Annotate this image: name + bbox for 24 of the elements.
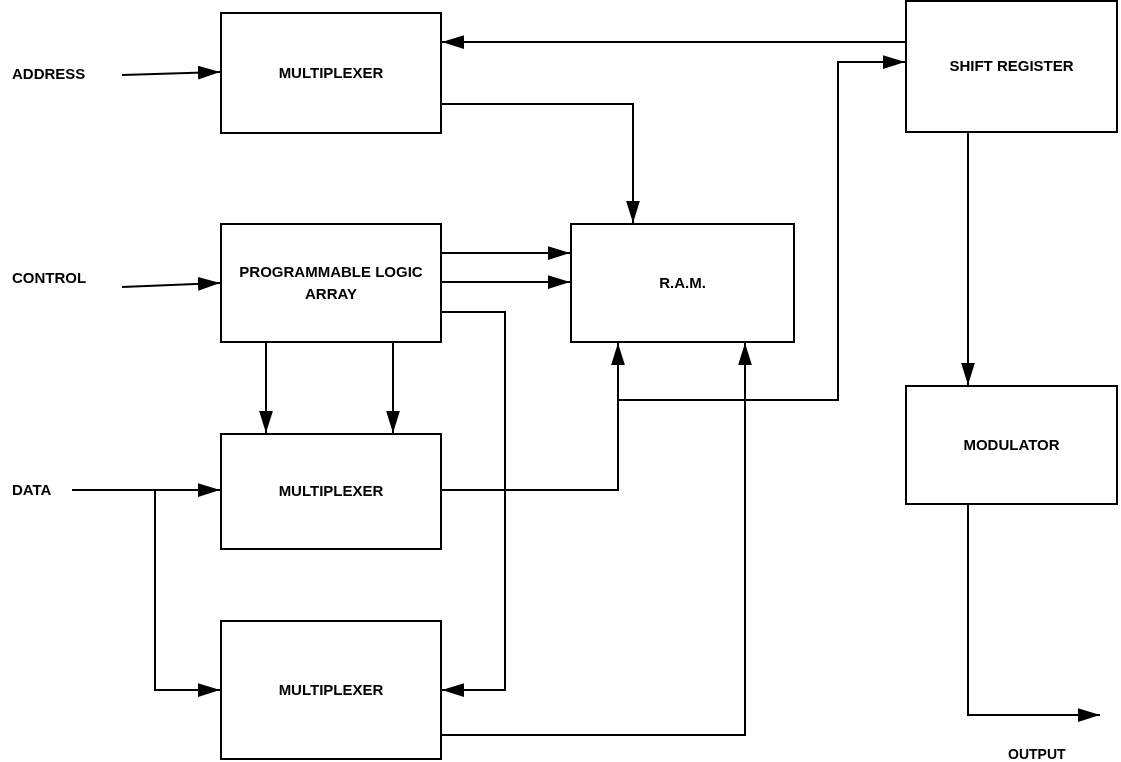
signal-label: ADDRESS bbox=[12, 62, 122, 86]
signal-label: DATA bbox=[12, 478, 72, 502]
arrow bbox=[386, 342, 400, 434]
arrow bbox=[441, 342, 752, 736]
block-box: PROGRAMMABLE LOGIC ARRAY bbox=[220, 223, 442, 343]
arrow bbox=[259, 342, 273, 434]
block-box: MULTIPLEXER bbox=[220, 12, 442, 134]
arrow bbox=[441, 35, 906, 49]
signal-label: OUTPUT bbox=[1008, 745, 1066, 762]
block-box: MODULATOR bbox=[905, 385, 1118, 505]
arrow bbox=[961, 132, 975, 386]
arrow bbox=[441, 246, 571, 260]
arrow bbox=[71, 489, 221, 697]
block-box: MULTIPLEXER bbox=[220, 620, 442, 760]
block-box: SHIFT REGISTER bbox=[905, 0, 1118, 133]
arrow bbox=[121, 277, 221, 291]
block-box: R.A.M. bbox=[570, 223, 795, 343]
arrow bbox=[441, 311, 506, 697]
arrow bbox=[967, 504, 1101, 722]
signal-label: CONTROL bbox=[12, 266, 122, 290]
arrow bbox=[441, 103, 640, 224]
block-box: MULTIPLEXER bbox=[220, 433, 442, 550]
arrow bbox=[441, 275, 571, 289]
arrow bbox=[121, 65, 221, 80]
